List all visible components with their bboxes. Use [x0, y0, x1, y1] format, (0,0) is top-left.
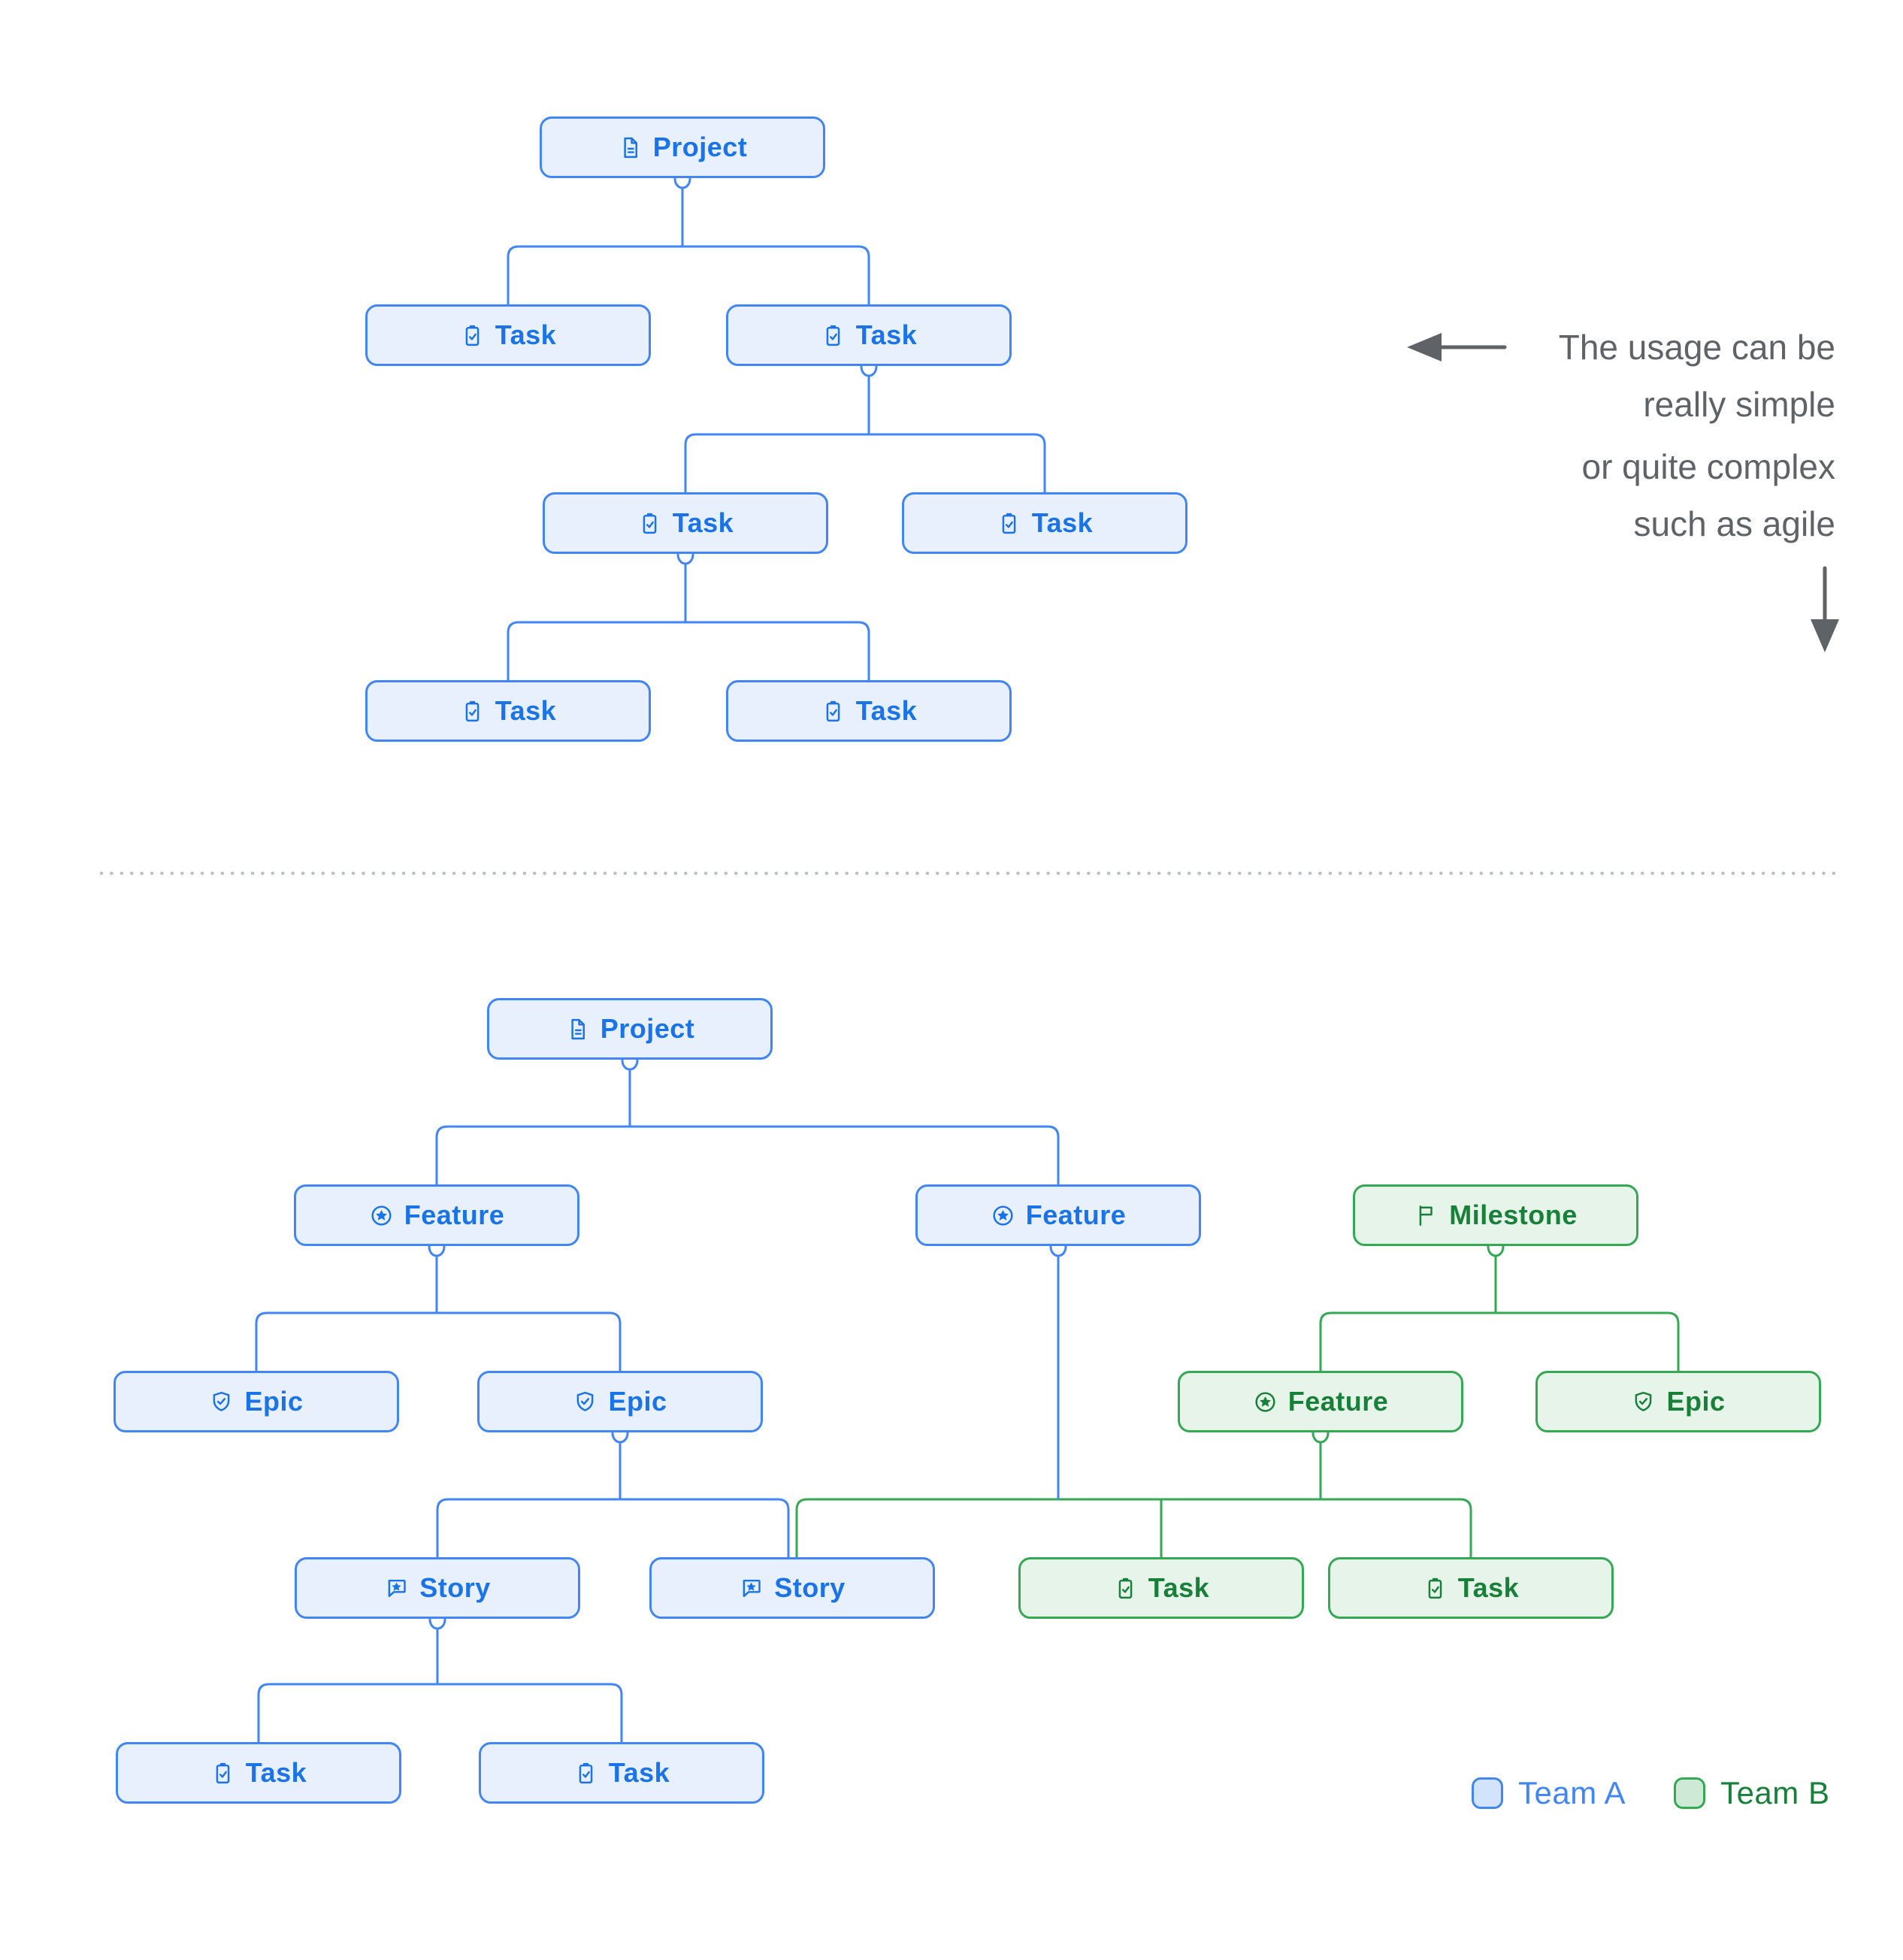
node-label: Epic [1666, 1386, 1726, 1417]
node-label: Task [495, 695, 557, 726]
node-label: Milestone [1449, 1199, 1578, 1230]
node-label: Task [495, 319, 557, 350]
node-task: Task [726, 680, 1012, 742]
feature-icon [1253, 1390, 1278, 1414]
node-feature: Feature [915, 1184, 1201, 1246]
annotation-paragraph-1: The usage can be really simple [1354, 319, 1835, 433]
connector-line [255, 1311, 622, 1371]
node-task: Task [1328, 1557, 1614, 1619]
node-label: Epic [244, 1386, 304, 1417]
node-task: Task [902, 492, 1187, 554]
node-label: Project [652, 132, 748, 162]
node-task: Task [116, 1742, 401, 1804]
task-icon [1113, 1576, 1138, 1601]
legend-item-team-b: Team B [1674, 1775, 1829, 1811]
node-story: Story [295, 1557, 580, 1619]
team-b-swatch [1674, 1777, 1706, 1809]
feature-icon [369, 1203, 394, 1228]
story-icon [739, 1576, 764, 1601]
node-task: Task [479, 1742, 764, 1804]
annotation-line: or quite complex [1581, 447, 1836, 486]
node-label: Task [1148, 1572, 1210, 1603]
node-label: Task [855, 695, 918, 726]
task-icon [821, 699, 846, 724]
legend-item-team-a: Team A [1472, 1775, 1626, 1811]
connector-line [436, 1498, 790, 1557]
task-icon [460, 323, 485, 348]
node-epic: Epic [477, 1371, 763, 1432]
task-icon [460, 699, 485, 724]
node-label: Epic [608, 1386, 667, 1417]
connector-line [435, 1125, 1060, 1184]
connector-line [507, 621, 870, 680]
node-epic: Epic [1535, 1371, 1821, 1432]
legend: Team A Team B [1472, 1775, 1829, 1811]
node-label: Task [855, 319, 918, 350]
task-icon [637, 511, 662, 536]
team-a-label: Team A [1518, 1775, 1626, 1810]
node-label: Task [245, 1757, 307, 1788]
annotation-line: The usage can be [1558, 328, 1835, 367]
node-milestone: Milestone [1353, 1184, 1638, 1246]
node-label: Project [600, 1013, 695, 1044]
node-epic: Epic [113, 1371, 399, 1432]
node-label: Story [419, 1572, 491, 1603]
document-icon [618, 135, 643, 160]
document-icon [565, 1017, 590, 1042]
node-feature: Feature [294, 1184, 579, 1246]
node-label: Story [774, 1572, 846, 1603]
task-icon [821, 323, 846, 348]
annotation-line: really simple [1643, 385, 1835, 424]
task-icon [997, 511, 1021, 536]
annotation-line: such as agile [1633, 504, 1836, 543]
node-label: Feature [1025, 1199, 1127, 1230]
arrow-left-icon [1407, 333, 1507, 361]
node-label: Feature [1287, 1386, 1389, 1417]
node-task: Task [365, 680, 651, 742]
team-b-label: Team B [1720, 1775, 1830, 1810]
node-label: Task [672, 507, 734, 538]
node-label: Feature [404, 1199, 505, 1230]
arrow-down-icon [1811, 566, 1839, 652]
node-label: Task [1031, 507, 1094, 538]
connector-line [684, 433, 1046, 492]
node-task: Task [726, 304, 1012, 366]
node-task: Task [1018, 1557, 1304, 1619]
team-a-swatch [1472, 1777, 1503, 1809]
connector-line [1319, 1311, 1680, 1371]
milestone-icon [1414, 1203, 1439, 1228]
feature-icon [991, 1203, 1015, 1228]
connector-line [795, 1498, 1472, 1557]
node-story: Story [649, 1557, 935, 1619]
node-label: Task [608, 1757, 670, 1788]
epic-icon [209, 1390, 234, 1414]
task-icon [210, 1761, 235, 1786]
node-label: Task [1457, 1572, 1520, 1603]
node-project: Project [540, 116, 825, 178]
node-project: Project [487, 998, 773, 1060]
node-task: Task [543, 492, 828, 554]
epic-icon [573, 1390, 598, 1414]
node-feature: Feature [1178, 1371, 1463, 1432]
node-task: Task [365, 304, 651, 366]
story-icon [384, 1576, 409, 1601]
connector-line [507, 245, 870, 304]
annotation-note: The usage can be really simple or quite c… [1354, 319, 1835, 552]
annotation-paragraph-2: or quite complex such as agile [1354, 438, 1836, 552]
epic-icon [1631, 1390, 1656, 1414]
task-icon [573, 1761, 598, 1786]
connector-line [257, 1683, 623, 1742]
task-icon [1423, 1576, 1448, 1601]
